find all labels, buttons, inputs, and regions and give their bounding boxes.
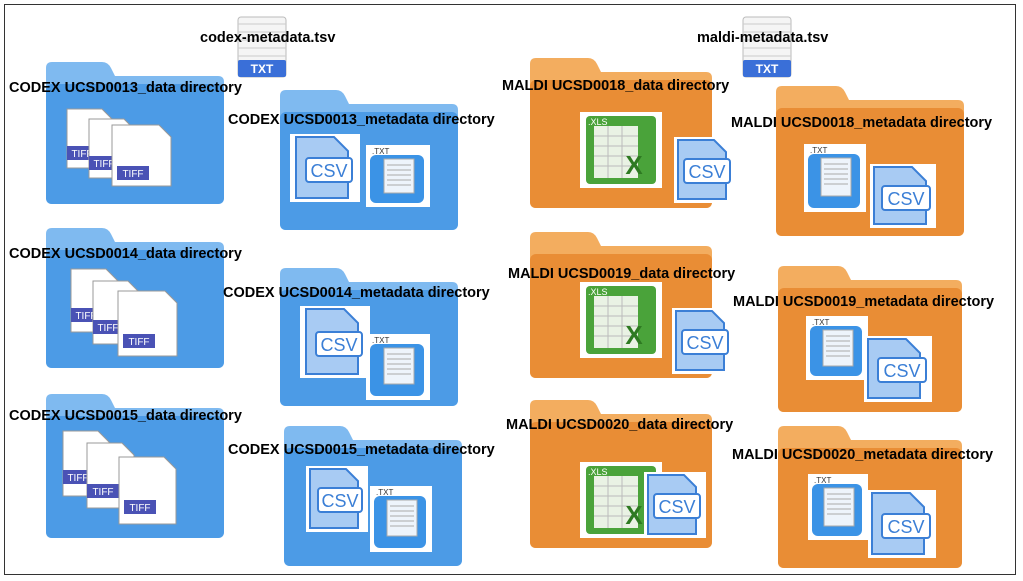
tiff-badge: TIFF	[129, 503, 150, 514]
svg-text:CSV: CSV	[883, 361, 920, 381]
svg-text:TIFF: TIFF	[93, 159, 114, 170]
codex-ucsd0015-data-label: CODEX UCSD0015_data directory	[9, 408, 242, 424]
svg-text:TIFF: TIFF	[71, 149, 92, 160]
codex-metadata-file-icon[interactable]: TXT	[237, 16, 287, 83]
svg-text:X: X	[625, 150, 643, 180]
svg-text:CSV: CSV	[688, 162, 725, 182]
csv-file-icon: CSV	[674, 137, 736, 208]
csv-file-icon: CSV	[306, 466, 368, 537]
svg-text:.TXT: .TXT	[812, 318, 829, 327]
svg-text:CSV: CSV	[321, 491, 358, 511]
maldi-ucsd0020-metadata-label: MALDI UCSD0020_metadata directory	[732, 447, 994, 463]
svg-text:.TXT: .TXT	[810, 146, 827, 155]
csv-file-icon: CSV	[300, 306, 370, 383]
codex-ucsd0013-data-label: CODEX UCSD0013_data directory	[9, 80, 242, 96]
maldi-metadata-file-label: maldi-metadata.tsv	[697, 30, 829, 46]
txt-file-icon: .TXT	[366, 334, 430, 405]
svg-text:.XLS: .XLS	[588, 117, 608, 127]
svg-text:TIFF: TIFF	[92, 487, 113, 498]
csv-file-icon: CSV	[290, 134, 360, 207]
file-badge: TXT	[251, 62, 274, 76]
tiff-file-icons: TIFF TIFF TIFF	[66, 108, 176, 193]
csv-file-icon: CSV	[868, 490, 936, 563]
tiff-file-icons: TIFF TIFF TIFF	[70, 268, 182, 365]
codex-ucsd0015-metadata-label: CODEX UCSD0015_metadata directory	[228, 442, 495, 458]
svg-text:.XLS: .XLS	[588, 287, 608, 297]
txt-file-icon: .TXT	[366, 145, 430, 212]
maldi-ucsd0018-data-label: MALDI UCSD0018_data directory	[502, 78, 730, 94]
maldi-ucsd0019-metadata-label: MALDI UCSD0019_metadata directory	[733, 294, 995, 310]
txt-file-icon: .TXT	[804, 144, 866, 217]
maldi-ucsd0018-metadata-label: MALDI UCSD0018_metadata directory	[731, 115, 993, 131]
svg-text:TIFF: TIFF	[97, 323, 118, 334]
codex-ucsd0013-metadata-label: CODEX UCSD0013_metadata directory	[228, 112, 495, 128]
svg-text:CSV: CSV	[320, 335, 357, 355]
maldi-ucsd0020-data-label: MALDI UCSD0020_data directory	[506, 417, 734, 433]
tiff-file-icons: TIFF TIFF TIFF	[62, 430, 180, 531]
maldi-ucsd0019-data-label: MALDI UCSD0019_data directory	[508, 266, 736, 282]
txt-file-icon: .TXT	[808, 474, 868, 545]
svg-text:X: X	[625, 320, 643, 350]
svg-text:.TXT: .TXT	[372, 147, 389, 156]
diagram-frame	[4, 4, 1016, 575]
txt-file-icon: .TXT	[806, 316, 868, 385]
csv-file-icon: CSV	[672, 308, 734, 379]
svg-text:CSV: CSV	[887, 517, 924, 537]
txt-file-icon: .TXT	[370, 486, 432, 557]
csv-file-icon: CSV	[644, 472, 706, 543]
file-badge: TXT	[756, 62, 779, 76]
codex-ucsd0014-metadata-label: CODEX UCSD0014_metadata directory	[223, 285, 490, 301]
svg-text:TIFF: TIFF	[67, 473, 88, 484]
svg-text:.XLS: .XLS	[588, 467, 608, 477]
tiff-badge: TIFF	[122, 169, 143, 180]
codex-ucsd0014-data-label: CODEX UCSD0014_data directory	[9, 246, 242, 262]
codex-metadata-file-label: codex-metadata.tsv	[200, 30, 336, 46]
svg-text:TIFF: TIFF	[75, 311, 96, 322]
maldi-metadata-file-icon[interactable]: TXT	[742, 16, 792, 83]
svg-text:.TXT: .TXT	[376, 488, 393, 497]
csv-file-icon: CSV	[864, 336, 932, 407]
tiff-badge: TIFF	[128, 337, 149, 348]
svg-text:CSV: CSV	[310, 161, 347, 181]
csv-file-icon: CSV	[870, 164, 936, 233]
svg-text:CSV: CSV	[658, 497, 695, 517]
svg-text:CSV: CSV	[686, 333, 723, 353]
xls-file-icon: X .XLS	[580, 112, 662, 193]
svg-text:X: X	[625, 500, 643, 530]
svg-text:.TXT: .TXT	[814, 476, 831, 485]
svg-text:.TXT: .TXT	[372, 336, 389, 345]
xls-file-icon: X .XLS	[580, 462, 662, 543]
svg-text:CSV: CSV	[887, 189, 924, 209]
xls-file-icon: X .XLS	[580, 282, 662, 363]
